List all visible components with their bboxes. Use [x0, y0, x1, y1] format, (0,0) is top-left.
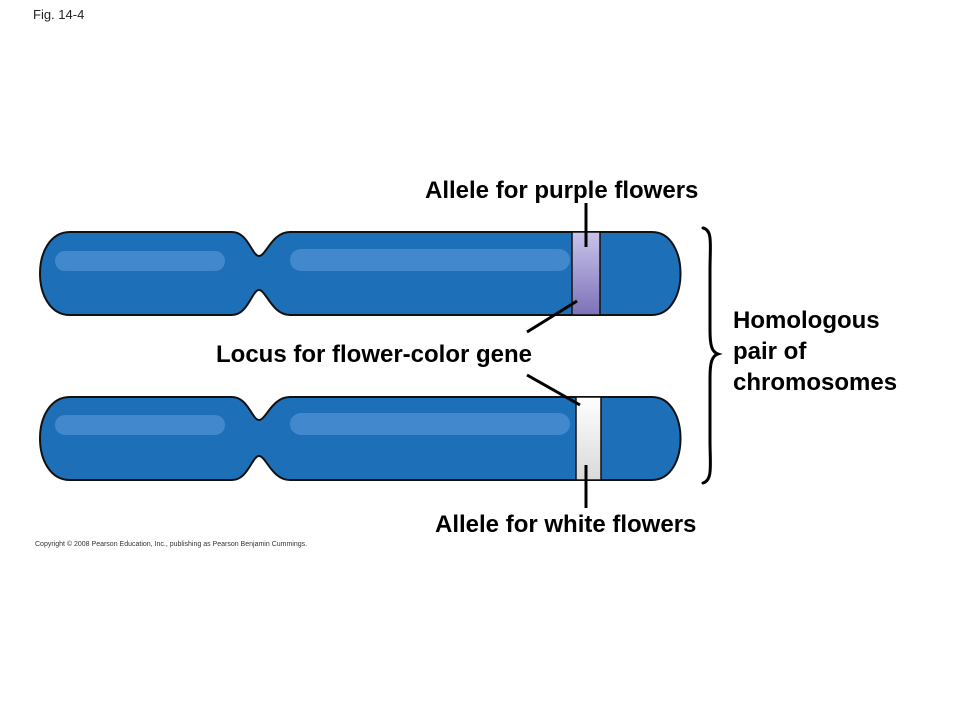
figure-label: Fig. 14-4 [33, 7, 85, 22]
chromosome-top-highlight-right [290, 249, 570, 271]
homologous-label-line-1: Homologous [733, 307, 880, 334]
locus-label: Locus for flower-color gene [216, 341, 533, 368]
chromosome-bottom [39, 396, 682, 481]
copyright-notice: Copyright © 2008 Pearson Education, Inc.… [35, 541, 308, 548]
homologous-label-line-2: pair of [733, 338, 807, 365]
homologous-pair-label: Homologous pair of chromosomes [733, 305, 943, 398]
purple-allele-label: Allele for purple flowers [425, 177, 699, 204]
locus-leader-line-top [526, 299, 578, 334]
chromosome-bottom-highlight-left [55, 415, 225, 435]
homologous-label-line-3: chromosomes [733, 369, 898, 396]
white-allele-label: Allele for white flowers [435, 511, 697, 538]
chromosome-top-highlight-left [55, 251, 225, 271]
chromosome-top [39, 231, 682, 316]
locus-leader-line-bottom [526, 373, 581, 407]
homologous-pair-brace [701, 226, 723, 485]
chromosome-bottom-highlight-right [290, 413, 570, 435]
white-allele-band [575, 396, 602, 481]
